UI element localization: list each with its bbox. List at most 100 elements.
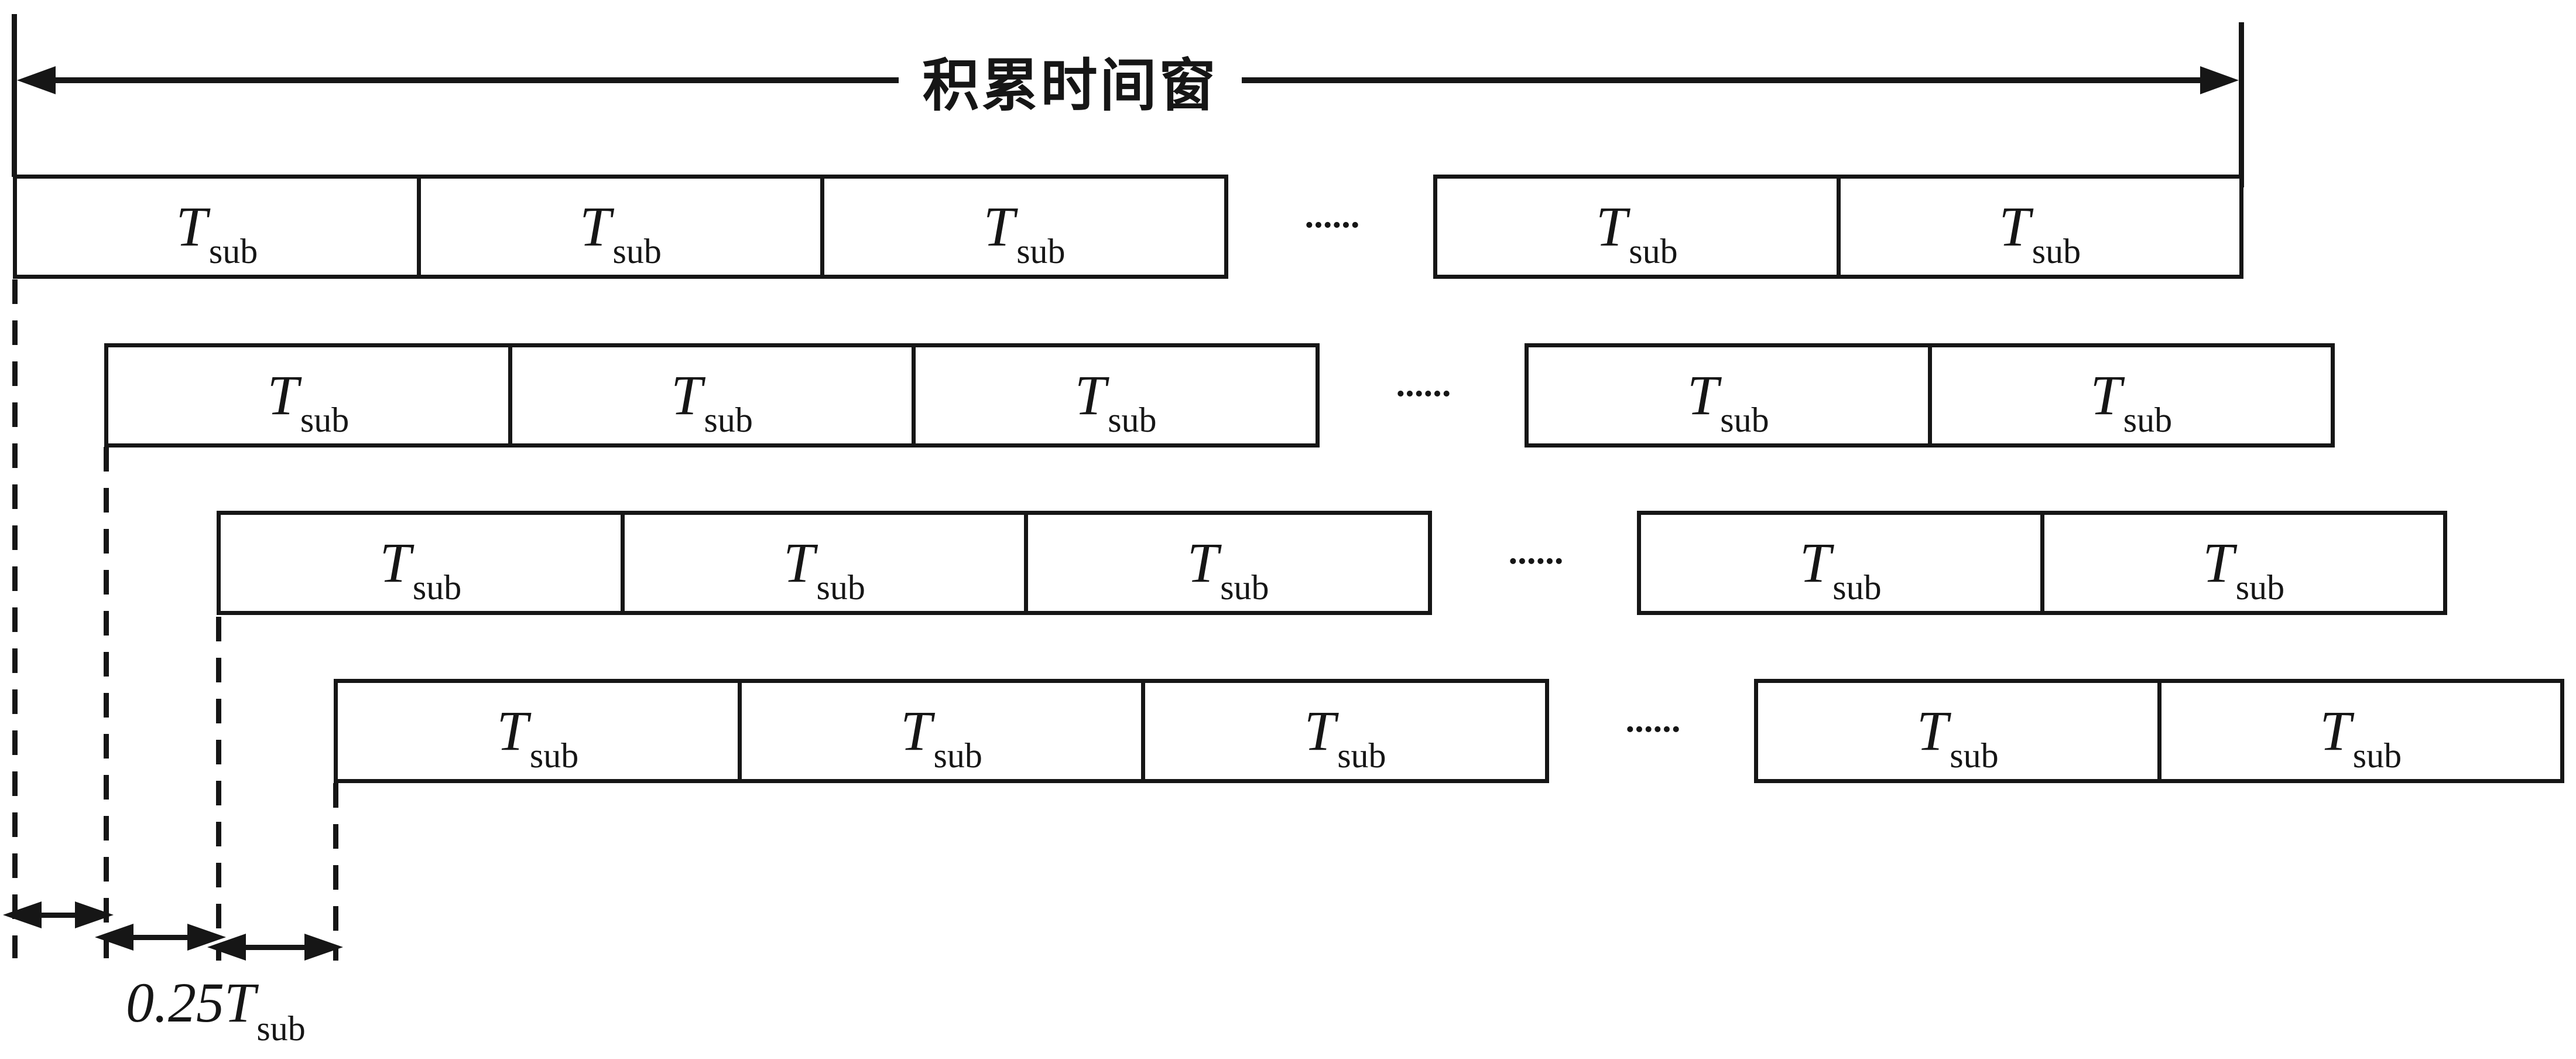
box-label-base: T bbox=[1187, 531, 1219, 594]
box-label-base: T bbox=[671, 364, 703, 426]
box-label-subscript: sub bbox=[2032, 232, 2081, 271]
dashed-guide-line-3 bbox=[216, 617, 221, 961]
box-label-subscript: sub bbox=[1629, 232, 1678, 271]
box-label-subscript: sub bbox=[2123, 401, 2173, 439]
box-label-subscript: sub bbox=[612, 232, 662, 271]
box-label-subscript: sub bbox=[816, 568, 865, 607]
box-label-base: T bbox=[1799, 531, 1831, 594]
box-label-subscript: sub bbox=[1108, 401, 1157, 439]
box-label-base: T bbox=[1595, 195, 1628, 258]
offset-value: 0.25T bbox=[126, 971, 255, 1034]
offset-symbol: T bbox=[224, 971, 256, 1034]
offset-measure-arrow-1 bbox=[37, 912, 80, 918]
box-label-base: T bbox=[1304, 699, 1336, 762]
window-end-bar-right bbox=[2239, 22, 2244, 187]
dashed-guide-line-1 bbox=[12, 279, 18, 958]
box-label-subscript: sub bbox=[2352, 736, 2402, 775]
box-label-subscript: sub bbox=[300, 401, 350, 439]
box-label-base: T bbox=[783, 531, 815, 594]
box-label-subscript: sub bbox=[933, 736, 982, 775]
offset-measure-arrow-3 bbox=[241, 944, 309, 950]
box-label-base: T bbox=[1687, 364, 1719, 426]
offset-measure-arrow-2 bbox=[129, 934, 192, 940]
window-arrow-line-right bbox=[1242, 77, 2200, 83]
box-label-base: T bbox=[267, 364, 299, 426]
box-label-base: T bbox=[2202, 531, 2234, 594]
box-label-base: T bbox=[379, 531, 411, 594]
measure-arrowhead-left-icon bbox=[3, 901, 42, 928]
offset-number: 0.25 bbox=[126, 971, 224, 1034]
box-label-subscript: sub bbox=[208, 232, 258, 271]
box-label-subscript: sub bbox=[1337, 736, 1386, 775]
box-label-base: T bbox=[900, 699, 932, 762]
box-label-subscript: sub bbox=[1720, 401, 1769, 439]
box-label-base: T bbox=[1916, 699, 1948, 762]
measure-arrowhead-left-icon bbox=[95, 924, 133, 951]
offset-duration-label: 0.25Tsub bbox=[126, 975, 306, 1047]
box-label-subscript: sub bbox=[529, 736, 579, 775]
window-arrowhead-right-icon bbox=[2200, 66, 2239, 94]
box-label-base: T bbox=[2090, 364, 2122, 426]
box-label-subscript: sub bbox=[1220, 568, 1269, 607]
box-label-base: T bbox=[496, 699, 528, 762]
box-label-base: T bbox=[176, 195, 207, 258]
window-arrow-line-left bbox=[50, 77, 899, 83]
dashed-guide-line-4 bbox=[333, 783, 338, 961]
window-title: 积累时间窗 bbox=[922, 54, 1218, 118]
box-label-subscript: sub bbox=[2235, 568, 2285, 607]
box-label-subscript: sub bbox=[1016, 232, 1066, 271]
row-3-ellipsis: ······ bbox=[1506, 541, 1565, 582]
box-label-base: T bbox=[983, 195, 1015, 258]
window-end-bar-left bbox=[12, 14, 17, 177]
window-arrowhead-left-icon bbox=[17, 66, 56, 94]
box-label-subscript: sub bbox=[1832, 568, 1882, 607]
row-4-ellipsis: ······ bbox=[1623, 709, 1682, 750]
box-label-base: T bbox=[1999, 195, 2030, 258]
row-2-ellipsis: ······ bbox=[1394, 374, 1453, 414]
offset-subscript: sub bbox=[256, 1009, 306, 1048]
box-label-base: T bbox=[1074, 364, 1107, 426]
row-1-ellipsis: ······ bbox=[1303, 205, 1361, 245]
